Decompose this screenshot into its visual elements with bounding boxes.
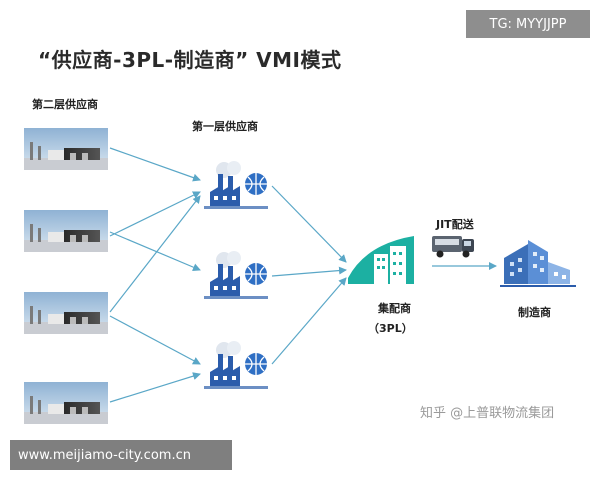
zhihu-watermark: 知乎 @上普联物流集团 [420, 406, 555, 421]
tier1-supplier-label: 第一层供应商 [192, 120, 258, 133]
arrow-t2c-to-t1c [109, 315, 201, 365]
tier1-factory-icon-3 [204, 341, 268, 389]
hub-name-label: 集配商 [378, 302, 411, 315]
tier2-supplier-photo-3 [24, 292, 108, 334]
tg-watermark-badge: TG: MYYJJPP [466, 10, 590, 38]
diagram-title: “供应商-3PL-制造商” VMI模式 [38, 48, 342, 72]
tier2-supplier-photo-1 [24, 128, 108, 170]
tier2-supplier-photo-2 [24, 210, 108, 252]
arrow-t2b-to-t1a [109, 191, 201, 237]
jit-truck-icon [432, 236, 474, 258]
tier2-supplier-photo-4 [24, 382, 108, 424]
arrow-t2d-to-t1c [109, 372, 201, 403]
arrow-t2b-to-t1b [109, 231, 201, 271]
arrow-t1c-to-hub [271, 277, 347, 365]
arrow-t2a-to-t1a [109, 147, 201, 182]
hub-3pl-label: （3PL） [368, 322, 413, 335]
url-watermark-badge: www.meijiamo-city.com.cn [10, 440, 232, 470]
tier1-factory-icon-2 [204, 251, 268, 299]
jit-delivery-label: JIT配送 [436, 218, 474, 231]
arrow-t2c-to-t1a [109, 195, 201, 313]
arrow-t1b-to-hub [271, 266, 347, 277]
hub-3pl-building-icon [348, 236, 414, 284]
arrow-t1a-to-hub [271, 185, 347, 263]
tier2-supplier-label: 第二层供应商 [32, 98, 98, 111]
manufacturer-label: 制造商 [518, 306, 551, 319]
tier1-factory-icon-1 [204, 161, 268, 209]
manufacturer-building-icon [500, 240, 576, 287]
